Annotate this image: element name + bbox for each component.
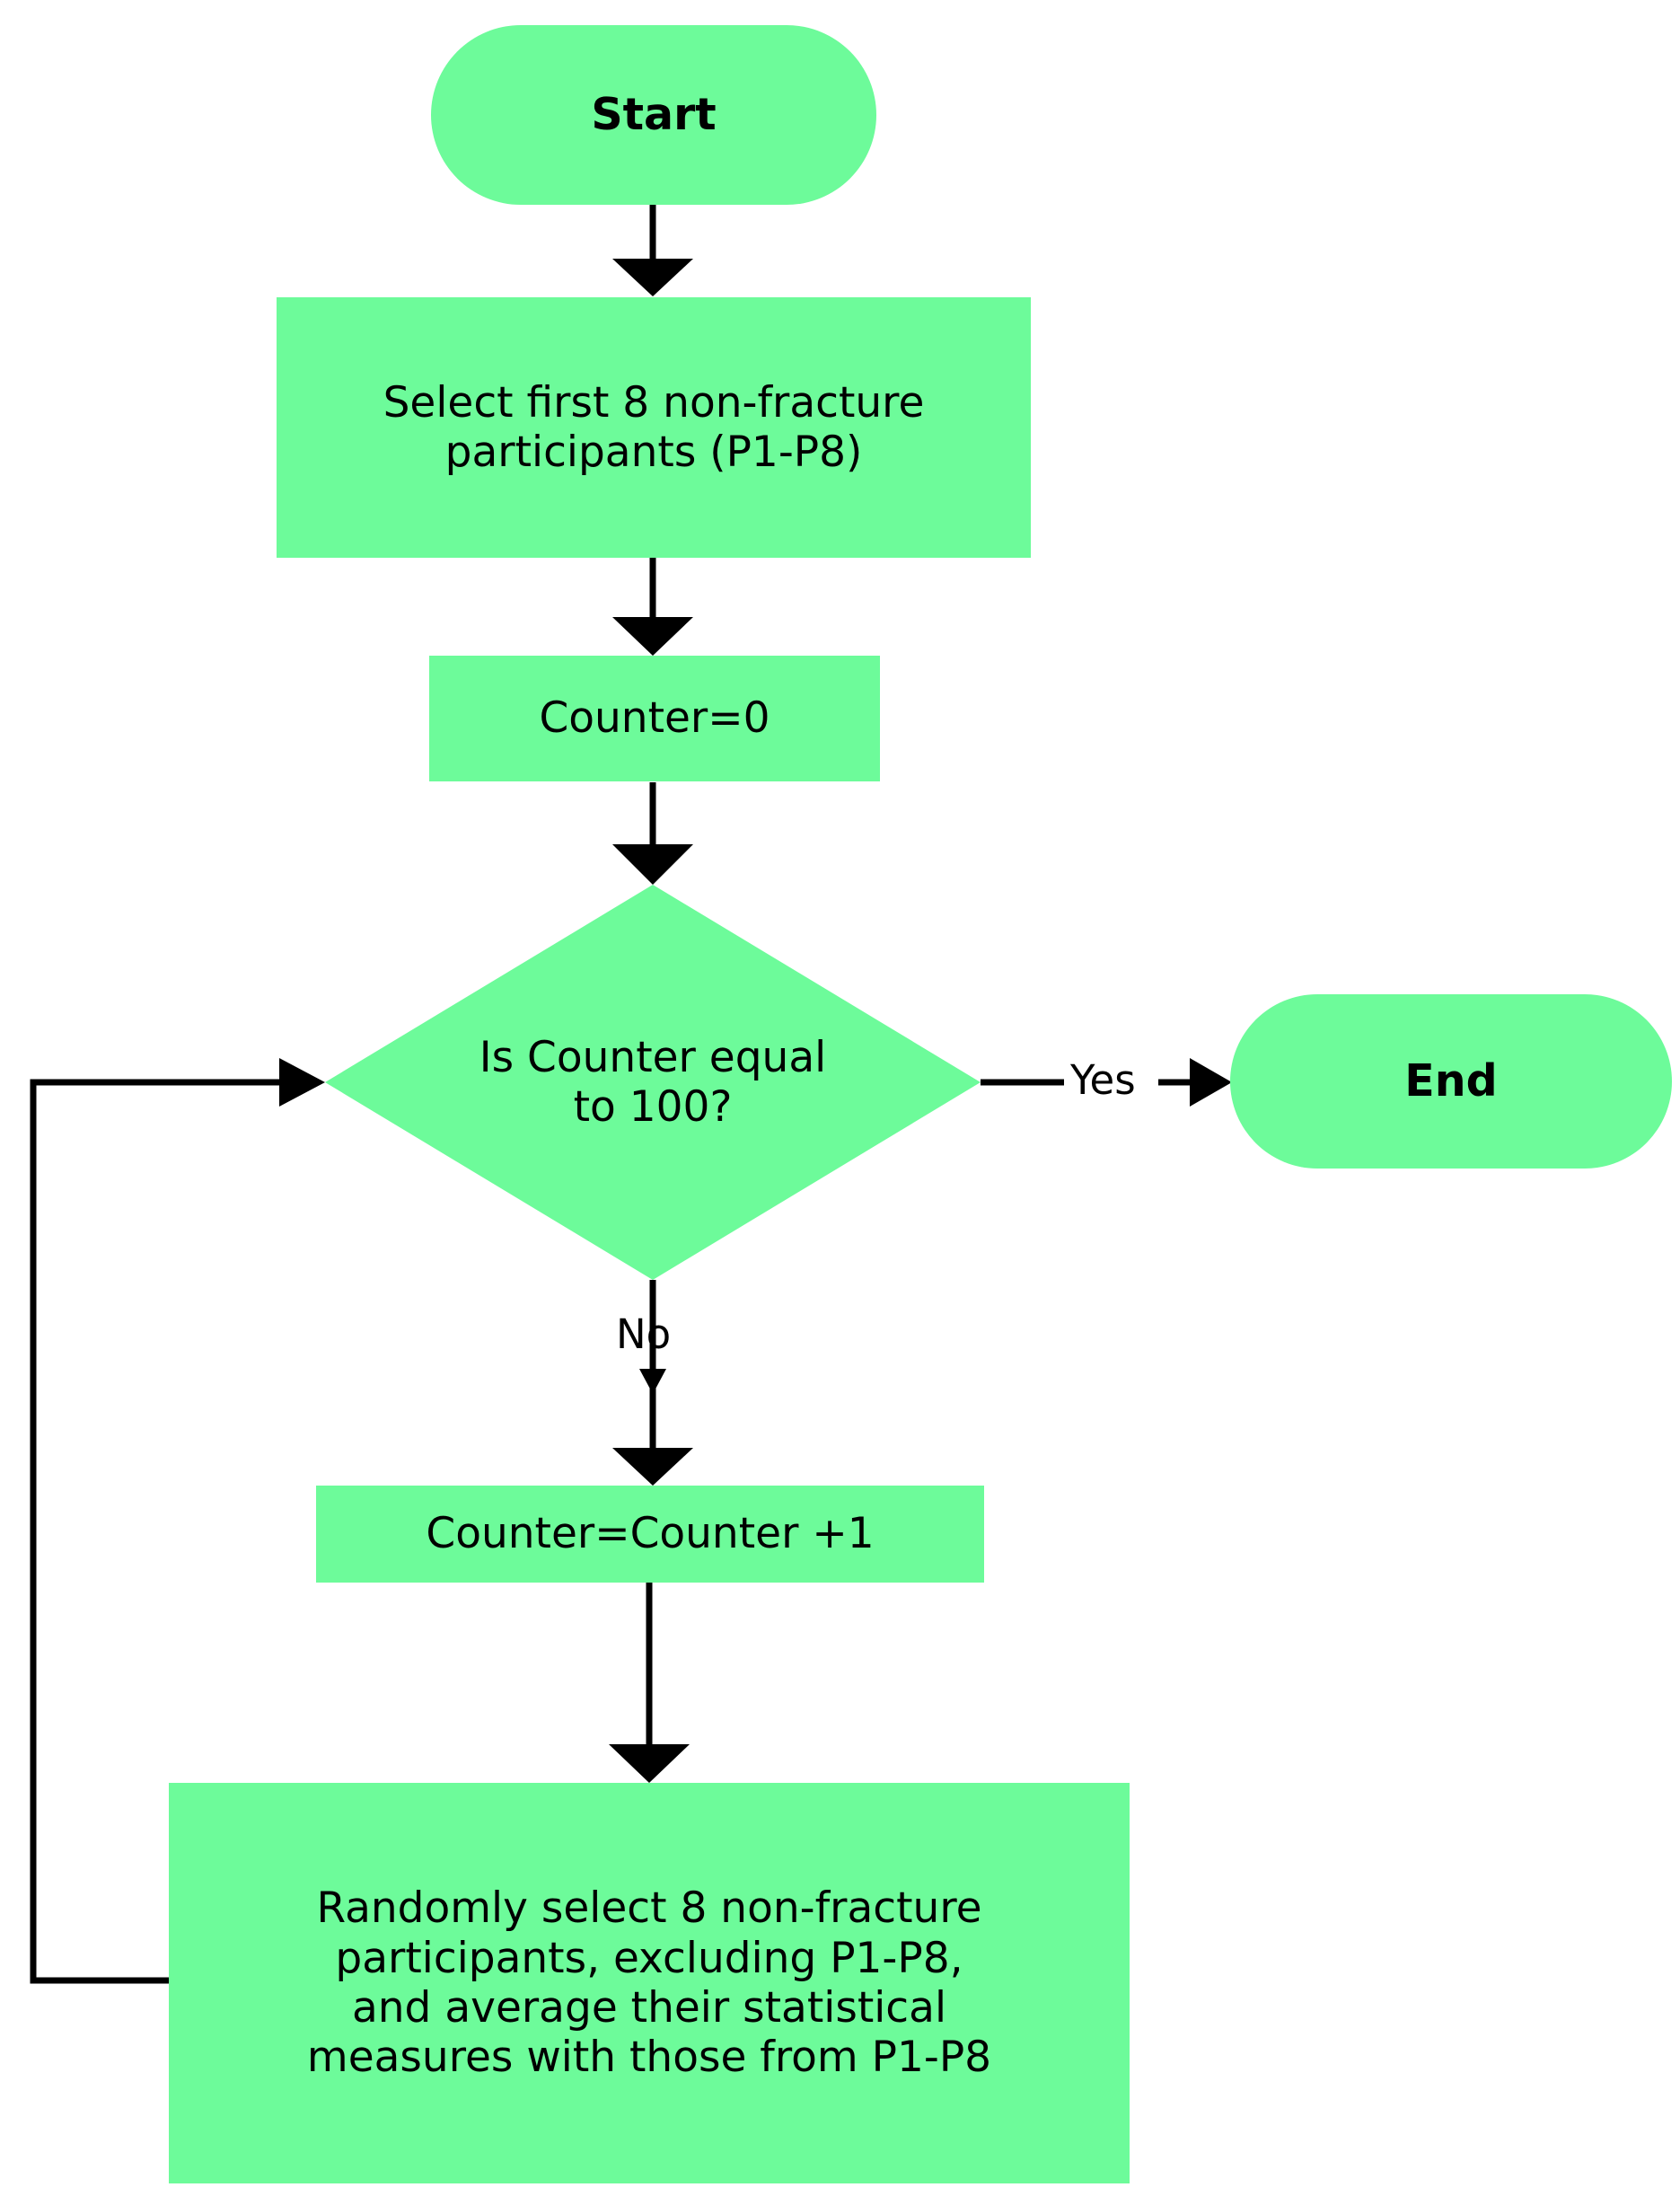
node-select-participants-label: Select first 8 non-fracture participants…: [383, 377, 925, 477]
node-counter-init-label: Counter=0: [539, 693, 770, 744]
node-counter-increment-label: Counter=Counter +1: [426, 1509, 875, 1559]
node-start[interactable]: Start: [431, 25, 876, 205]
node-end-label: End: [1404, 1055, 1498, 1107]
edge-label-no: No: [616, 1310, 672, 1358]
node-random-select-label: Randomly select 8 non-fracture participa…: [306, 1883, 992, 2083]
edge-select-to-counter-init: [612, 558, 693, 656]
node-decision-label: Is Counter equal to 100?: [479, 1032, 827, 1132]
node-random-select[interactable]: Randomly select 8 non-fracture participa…: [169, 1783, 1130, 2183]
edge-start-to-select: [612, 205, 693, 296]
edge-increment-to-random-select: [609, 1583, 690, 1783]
edge-label-yes: Yes: [1070, 1056, 1136, 1104]
node-start-label: Start: [591, 89, 717, 141]
node-end[interactable]: End: [1230, 994, 1672, 1169]
node-decision[interactable]: Is Counter equal to 100?: [325, 885, 981, 1280]
node-select-participants[interactable]: Select first 8 non-fracture participants…: [277, 297, 1031, 558]
node-counter-init[interactable]: Counter=0: [429, 656, 880, 781]
node-counter-increment[interactable]: Counter=Counter +1: [316, 1486, 984, 1583]
edge-counter-init-to-decision: [612, 782, 693, 885]
